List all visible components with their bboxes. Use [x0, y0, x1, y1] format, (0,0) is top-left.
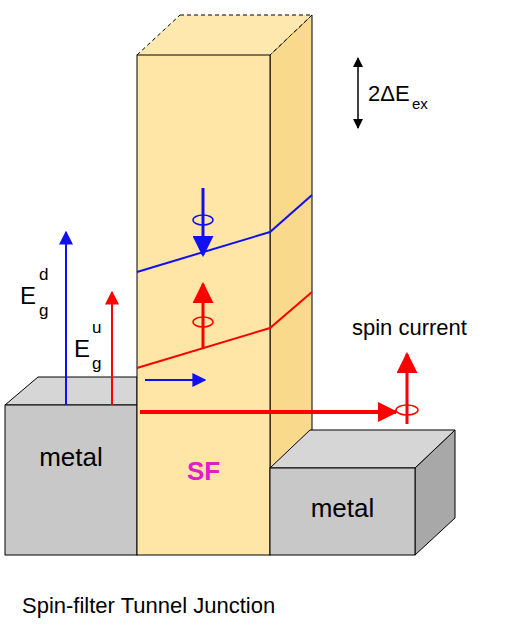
left-metal-block — [5, 377, 137, 555]
barrier-layer: SF — [137, 55, 270, 555]
spin-down-tunnel-arrow — [145, 379, 205, 381]
right-metal-block — [270, 430, 455, 555]
spin-down-band-edge — [137, 195, 312, 272]
energy-symbol: ex — [412, 96, 428, 113]
spin-down-symbol — [193, 188, 213, 255]
energy-symbol: 2ΔE — [368, 82, 410, 106]
energy-symbol: g — [92, 355, 101, 374]
spin-current-symbol — [396, 354, 418, 424]
spin-up-band-edge — [137, 292, 312, 368]
metal-electrode: metal — [270, 468, 415, 555]
energy-symbol: u — [92, 319, 101, 338]
spin-up-symbol — [193, 284, 213, 348]
spin-up-tunnel-arrow — [140, 410, 396, 414]
electrode-name: metal — [39, 443, 103, 472]
spin-current-label: spin current — [352, 316, 467, 340]
exchange-splitting-arrow — [357, 58, 359, 128]
energy-symbol: E — [74, 336, 90, 362]
barrier-height-up-arrow — [111, 292, 113, 405]
energy-symbol: g — [39, 302, 48, 321]
barrier-name: SF — [187, 457, 220, 486]
electrode-name: metal — [311, 494, 375, 523]
energy-symbol: d — [39, 266, 48, 285]
figure-caption: Spin-filter Tunnel Junction — [22, 594, 275, 618]
energy-symbol: E — [20, 283, 36, 309]
barrier-height-down-arrow — [65, 232, 67, 405]
metal-electrode: metal — [5, 405, 137, 555]
